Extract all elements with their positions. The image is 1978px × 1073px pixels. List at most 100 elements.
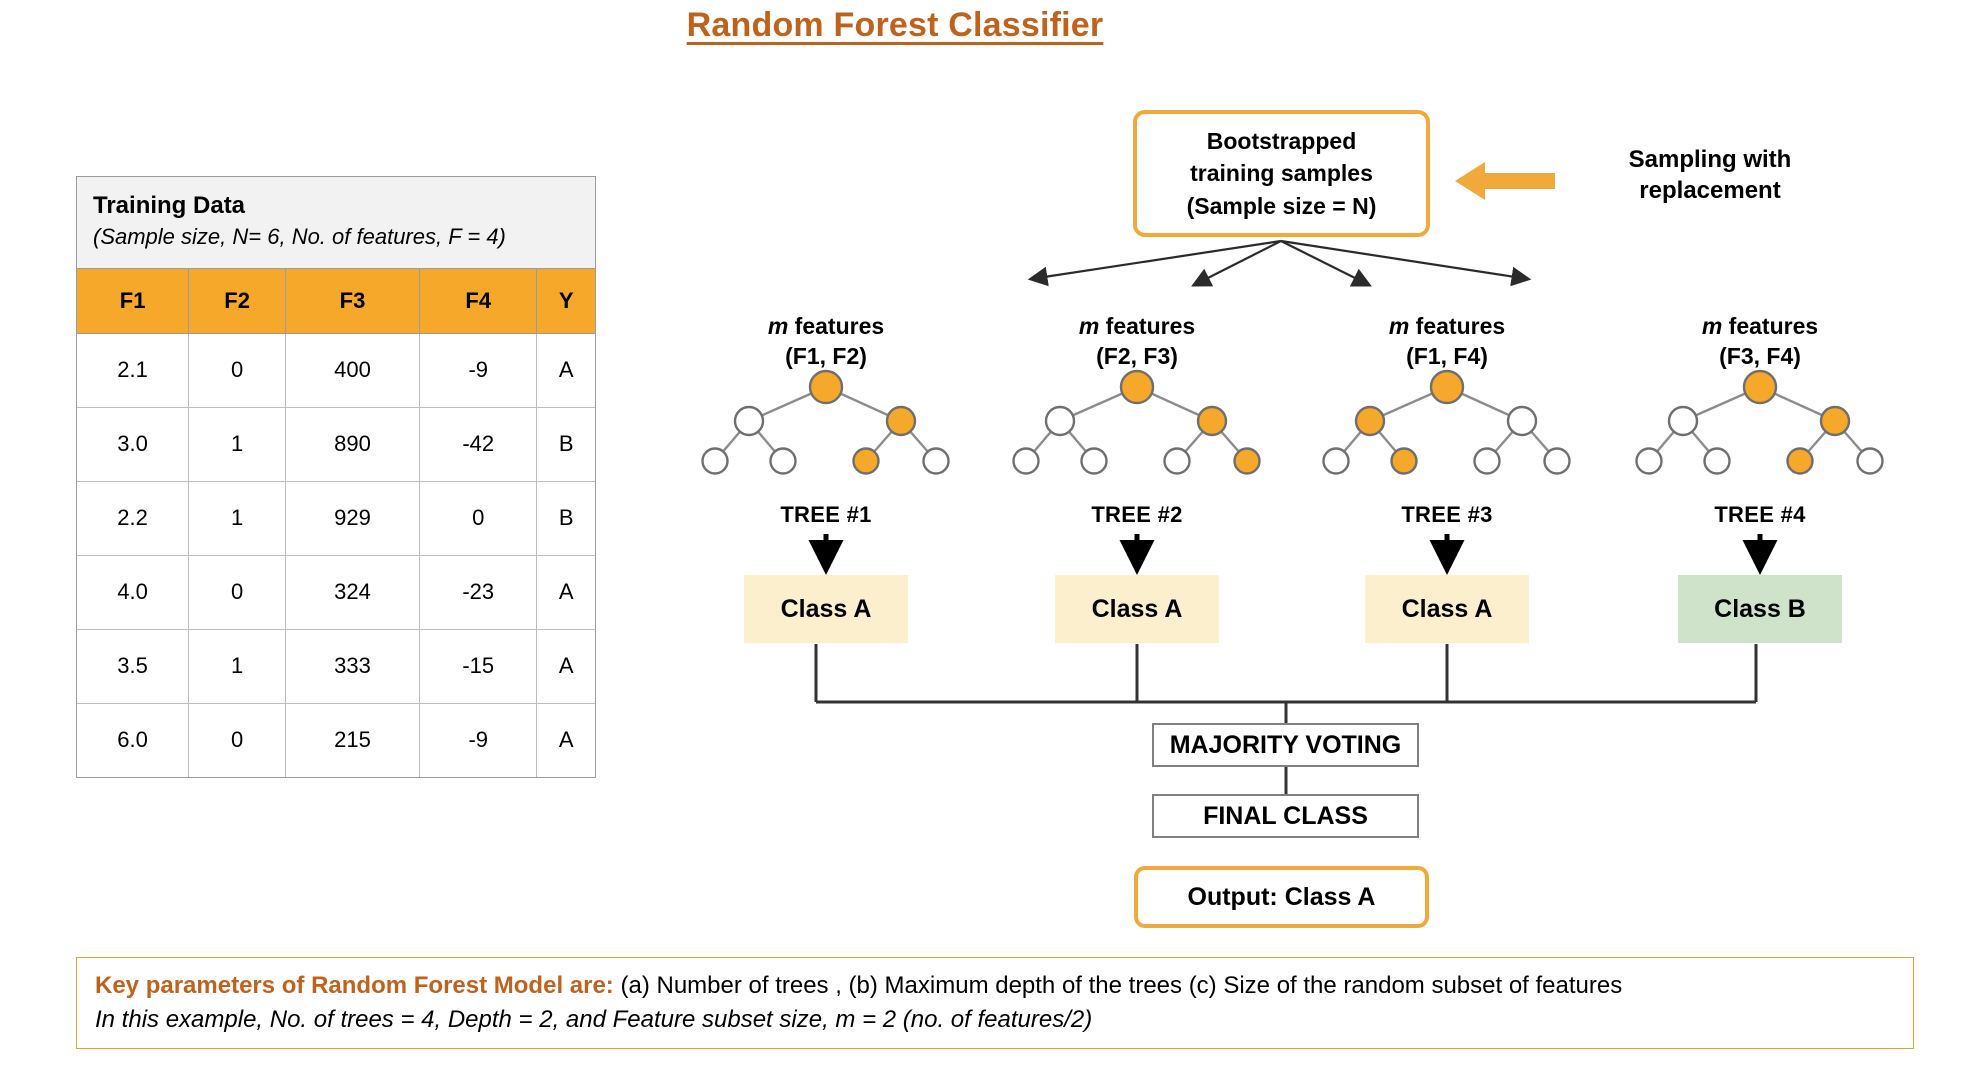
tree-2-node-right [1196, 405, 1228, 437]
tree-1-prediction-box: Class A [744, 575, 908, 643]
tree-4-features-label: m features (F3, F4) [1600, 312, 1920, 372]
tree-3-prediction-box: Class A [1365, 575, 1529, 643]
cell: 0 [419, 480, 538, 556]
cell: 6.0 [77, 702, 190, 777]
tree-3-features-word: features [1415, 313, 1506, 339]
bootstrapped-samples-box: Bootstrapped training samples (Sample si… [1133, 110, 1430, 237]
tree-2-node-rr [1233, 447, 1261, 475]
tree-3-node-left [1354, 405, 1386, 437]
tree-2-node-root [1119, 369, 1155, 405]
tree-1-features-label: m features (F1, F2) [666, 312, 986, 372]
tree-1-node-rl [852, 447, 880, 475]
tree-2-node-lr [1080, 447, 1108, 475]
tree-3-node-rr [1543, 447, 1571, 475]
tree-2: m features (F2, F3) TREE #2 [977, 312, 1297, 527]
tree-3-node-rl [1473, 447, 1501, 475]
column-header-f4: F4 [419, 268, 538, 334]
cell: 215 [284, 702, 421, 777]
training-data-heading: Training Data [93, 192, 246, 219]
table-row: 6.0 0 215 -9 A [77, 702, 595, 777]
cell: B [536, 406, 595, 482]
final-class-label: FINAL CLASS [1203, 801, 1368, 830]
tree-4-node-lr [1703, 447, 1731, 475]
column-header-f3: F3 [284, 268, 421, 334]
sampling-arrow-icon [1455, 162, 1555, 200]
cell: 324 [284, 554, 421, 630]
tree-4-node-right [1819, 405, 1851, 437]
tree-4-subset: (F3, F4) [1719, 342, 1801, 369]
tree-1-node-root [808, 369, 844, 405]
tree-4-features-word: features [1728, 313, 1819, 339]
cell: 0 [188, 702, 286, 777]
cell: 0 [188, 554, 286, 630]
tree-3-m-symbol: m [1388, 313, 1410, 339]
tree-4-node-root [1742, 369, 1778, 405]
tree-3-features-label: m features (F1, F4) [1287, 312, 1607, 372]
cell: A [536, 628, 595, 704]
footer-line-1-rest: (a) Number of trees , (b) Maximum depth … [613, 972, 1623, 999]
tree-3-prediction-label: Class A [1401, 594, 1493, 623]
tree-1-node-lr [769, 447, 797, 475]
majority-voting-box: MAJORITY VOTING [1152, 723, 1419, 767]
cell: -9 [419, 332, 538, 408]
tree-4-name: TREE #4 [1714, 502, 1806, 527]
footer-line-2: In this example, No. of trees = 4, Depth… [95, 1006, 1093, 1034]
cell: 2.1 [77, 332, 190, 408]
tree-1-name: TREE #1 [780, 502, 872, 527]
tree-1-m-symbol: m [767, 313, 789, 339]
tree-3-node-right [1506, 405, 1538, 437]
tree-2-prediction-label: Class A [1091, 594, 1183, 623]
tree-3-node-root [1429, 369, 1465, 405]
sampling-line-1: Sampling with [1628, 146, 1792, 173]
tree-4-prediction-label: Class B [1714, 594, 1806, 623]
column-header-f1: F1 [77, 268, 190, 334]
tree-3-subset: (F1, F4) [1406, 342, 1488, 369]
cell: A [536, 332, 595, 408]
tree-4-node-rl [1786, 447, 1814, 475]
table-row: 4.0 0 324 -23 A [77, 554, 595, 630]
tree-1-node-rr [922, 447, 950, 475]
tree-3-node-ll [1322, 447, 1350, 475]
final-class-box: FINAL CLASS [1152, 794, 1419, 838]
cell: -42 [419, 406, 538, 482]
tree-3-name: TREE #3 [1401, 502, 1493, 527]
cell: 0 [188, 332, 286, 408]
tree-4-m-symbol: m [1701, 313, 1723, 339]
table-row: 3.5 1 333 -15 A [77, 628, 595, 704]
output-label: Output: Class A [1187, 882, 1376, 911]
footer-line-1: Key parameters of Random Forest Model ar… [95, 970, 1895, 1002]
tree-3: m features (F1, F4) TREE #3 [1287, 312, 1607, 527]
tree-3-node-lr [1390, 447, 1418, 475]
sampling-line-2: replacement [1639, 177, 1781, 205]
majority-voting-label: MAJORITY VOTING [1169, 730, 1402, 759]
cell: 1 [188, 480, 286, 556]
training-data-panel: Training Data (Sample size, N= 6, No. of… [76, 176, 596, 778]
tree-to-class-arrows [808, 534, 1778, 575]
cell: A [536, 702, 595, 777]
tree-2-name: TREE #2 [1091, 502, 1183, 527]
table-row: 3.0 1 890 -42 B [77, 406, 595, 482]
cell: 400 [284, 332, 421, 408]
tree-2-features-label: m features (F2, F3) [977, 312, 1297, 372]
tree-2-m-symbol: m [1078, 313, 1100, 339]
footer-bold-lead: Key parameters of Random Forest Model ar… [95, 972, 614, 999]
training-data-header: Training Data (Sample size, N= 6, No. of… [77, 177, 595, 269]
tree-1-node-right [885, 405, 917, 437]
output-box: Output: Class A [1134, 866, 1429, 928]
cell: 929 [284, 480, 421, 556]
tree-1-features-word: features [794, 313, 885, 339]
page-title: Random Forest Classifier [686, 6, 1104, 44]
column-header-f2: F2 [188, 268, 286, 334]
tree-4: m features (F3, F4) TREE #4 [1600, 312, 1920, 527]
table-row: 2.2 1 929 0 B [77, 480, 595, 556]
cell: -23 [419, 554, 538, 630]
tree-4-node-rr [1856, 447, 1884, 475]
tree-3-edges [1335, 385, 1558, 462]
cell: B [536, 480, 595, 556]
tree-1: m features (F1, F2) TREE #1 [666, 312, 986, 527]
cell: 4.0 [77, 554, 190, 630]
bootstrap-line-3: (Sample size = N) [1186, 192, 1377, 219]
tree-2-node-ll [1012, 447, 1040, 475]
table-header-row: F1 F2 F3 F4 Y [77, 268, 595, 334]
cell: 890 [284, 406, 421, 482]
